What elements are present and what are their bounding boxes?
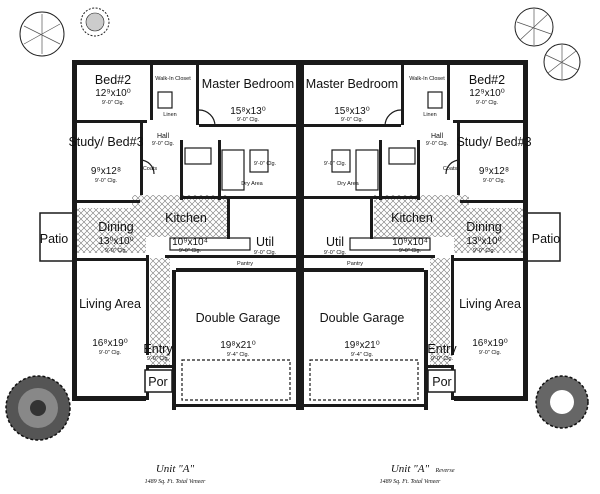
porch-left xyxy=(144,369,173,393)
garage-name: Double Garage xyxy=(196,311,281,325)
dining-name: Dining xyxy=(466,220,501,234)
master-dim: 15⁸x13⁰ xyxy=(230,106,265,117)
right-unit: Bed#2 12⁹x10⁰ 9'-0" Clg. Walk-In Closet … xyxy=(306,73,560,485)
util-name: Util xyxy=(256,235,274,249)
bed2-name: Bed#2 xyxy=(95,73,131,87)
living-name: Living Area xyxy=(459,297,521,311)
kitchen-dim: 10⁹x10⁴ xyxy=(392,237,428,248)
kitchen-clg: 9'-0" Clg. xyxy=(179,248,202,254)
dining-name: Dining xyxy=(98,220,133,234)
pantry: Pantry xyxy=(237,261,253,267)
master-name: Master Bedroom xyxy=(306,77,398,91)
entry-name: Entry xyxy=(427,342,457,356)
bed2-clg: 9'-0" Clg. xyxy=(102,100,125,106)
master-dim: 15⁸x13⁰ xyxy=(334,106,369,117)
coats: Coats xyxy=(443,166,458,172)
dining-clg: 9'-0" Clg. xyxy=(105,248,128,254)
unit-subtitle: 1489 Sq. Ft. Total Veneer xyxy=(145,478,206,485)
util-clg: 9'-0" Clg. xyxy=(324,250,347,256)
living-dim: 16⁸x19⁰ xyxy=(472,338,507,349)
master-clg: 9'-0" Clg. xyxy=(341,117,364,123)
bath-clg: 9'-0" Clg. xyxy=(254,161,277,167)
walk-in-closet: Walk-In Closet xyxy=(409,76,445,82)
unit-subtitle: 1489 Sq. Ft. Total Veneer xyxy=(380,478,441,485)
porch-right xyxy=(427,369,456,393)
coats: Coats xyxy=(143,166,158,172)
living-clg: 9'-0" Clg. xyxy=(479,350,502,356)
fixtures xyxy=(139,91,461,251)
study-clg: 9'-0" Clg. xyxy=(95,178,118,184)
unit-title: Unit "A" xyxy=(156,463,195,475)
living-dim: 16⁸x19⁰ xyxy=(92,338,127,349)
pantry: Pantry xyxy=(347,261,363,267)
garage-dim: 19⁸x21⁰ xyxy=(220,340,255,351)
entry-clg: 9'-0" Clg. xyxy=(147,356,170,362)
garage-dim: 19⁸x21⁰ xyxy=(344,340,379,351)
unit-title-suffix: Reverse xyxy=(435,468,455,474)
linen: Linen xyxy=(423,112,436,118)
master-clg: 9'-0" Clg. xyxy=(237,117,260,123)
hall-clg: 9'-0" Clg. xyxy=(426,141,449,147)
study-dim: 9⁹x12⁸ xyxy=(479,166,509,177)
bed2-dim: 12⁹x10⁰ xyxy=(469,88,505,99)
shrub-bottom-right xyxy=(535,375,589,429)
study-dim: 9⁹x12⁸ xyxy=(91,166,121,177)
study-name: Study/ Bed#3 xyxy=(68,135,143,149)
dining-clg: 9'-0" Clg. xyxy=(473,248,496,254)
kitchen-dim: 10⁹x10⁴ xyxy=(172,237,208,248)
unit-title: Unit "A" xyxy=(391,463,430,475)
por-name: Por xyxy=(432,375,451,389)
hall-name: Hall xyxy=(157,133,170,140)
garage-doors xyxy=(176,359,424,407)
util-clg: 9'-0" Clg. xyxy=(254,250,277,256)
hall-name: Hall xyxy=(431,133,444,140)
bed2-clg: 9'-0" Clg. xyxy=(476,100,499,106)
walk-in-closet: Walk-In Closet xyxy=(155,76,191,82)
util-name: Util xyxy=(326,235,344,249)
linen: Linen xyxy=(163,112,176,118)
garage-name: Double Garage xyxy=(320,311,405,325)
living-name: Living Area xyxy=(79,297,141,311)
dining-dim: 13⁰x10⁰ xyxy=(466,236,501,247)
patio-name: Patio xyxy=(40,232,69,246)
entry-clg: 9'-0" Clg. xyxy=(431,356,454,362)
left-unit: Bed#2 12⁹x10⁰ 9'-0" Clg. Walk-In Closet … xyxy=(40,73,294,485)
tree-top-left xyxy=(19,7,110,57)
dry-area: Dry Area xyxy=(337,181,359,187)
kitchen-name: Kitchen xyxy=(391,211,433,225)
study-name: Study/ Bed#3 xyxy=(456,135,531,149)
patio-name: Patio xyxy=(532,232,561,246)
bed2-dim: 12⁹x10⁰ xyxy=(95,88,131,99)
kitchen-name: Kitchen xyxy=(165,211,207,225)
exterior-walls xyxy=(72,60,528,410)
dining-dim: 13⁰x10⁰ xyxy=(98,236,133,247)
living-clg: 9'-0" Clg. xyxy=(99,350,122,356)
study-clg: 9'-0" Clg. xyxy=(483,178,506,184)
por-name: Por xyxy=(148,375,167,389)
tile-floors xyxy=(76,195,524,368)
patio-left xyxy=(39,212,77,262)
garage-clg: 9'-4" Clg. xyxy=(227,352,250,358)
interior-walls xyxy=(77,65,523,400)
tree-top-right xyxy=(514,7,581,81)
master-name: Master Bedroom xyxy=(202,77,294,91)
garage-clg: 9'-4" Clg. xyxy=(351,352,374,358)
bed2-name: Bed#2 xyxy=(469,73,505,87)
kitchen-clg: 9'-0" Clg. xyxy=(399,248,422,254)
hall-clg: 9'-0" Clg. xyxy=(152,141,175,147)
shrub-bottom-left xyxy=(5,375,71,441)
bath-clg: 9'-0" Clg. xyxy=(324,161,347,167)
patio-right xyxy=(523,212,561,262)
entry-name: Entry xyxy=(143,342,173,356)
dry-area: Dry Area xyxy=(241,181,263,187)
